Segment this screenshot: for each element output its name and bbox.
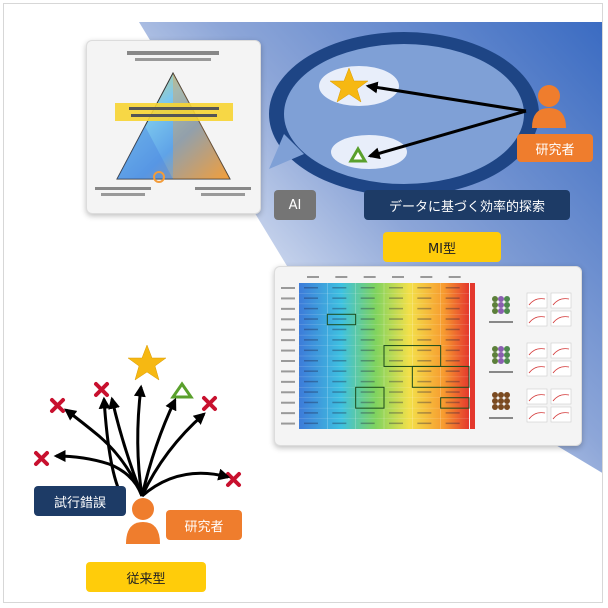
mini-plot — [526, 310, 548, 327]
mini-plot — [550, 342, 572, 359]
heatmap-panel — [274, 266, 582, 446]
mini-plot — [550, 292, 572, 309]
x-mark-icon — [50, 398, 65, 413]
ai-arrow-to-star — [365, 81, 527, 113]
x-mark-icon — [202, 396, 217, 411]
x-mark-icon — [34, 451, 49, 466]
crystal-structure-thumbnail — [492, 346, 510, 364]
researcher-label-ai: 研究者 — [517, 134, 593, 162]
mini-plot — [550, 406, 572, 423]
mini-plot — [526, 388, 548, 405]
researcher-icon — [126, 498, 160, 544]
star-icon — [329, 67, 369, 103]
mini-plot — [550, 388, 572, 405]
researcher-icon — [532, 85, 566, 128]
star-icon — [127, 344, 167, 381]
triangle-icon — [170, 381, 194, 399]
mini-plot — [550, 310, 572, 327]
mini-plot — [550, 360, 572, 377]
mini-plot — [526, 406, 548, 423]
candidate-region — [331, 135, 407, 169]
x-mark-icon — [226, 472, 241, 487]
mini-plot — [526, 292, 548, 309]
heatmap-figure — [281, 276, 572, 429]
trial-arrows — [53, 384, 231, 498]
figure-frame: AI データに基づく効率的探索 MI型 研究者 試行錯誤 研究者 従来型 — [3, 3, 603, 603]
ai-arrow-to-triangle — [367, 109, 527, 160]
traditional-type-label: 従来型 — [86, 562, 206, 592]
researcher-label-traditional: 研究者 — [166, 510, 242, 540]
crystal-structure-thumbnail — [492, 392, 510, 410]
efficient-search-label: データに基づく効率的探索 — [364, 190, 570, 220]
trial-and-error-label: 試行錯誤 — [34, 486, 126, 516]
x-mark-icon — [94, 382, 109, 397]
mi-type-label: MI型 — [383, 232, 501, 262]
crystal-structure-thumbnail — [492, 296, 510, 314]
ai-label: AI — [274, 190, 316, 220]
triangle-icon — [348, 146, 368, 163]
ternary-diagram-panel — [86, 40, 261, 214]
ternary-diagram — [95, 51, 251, 196]
mini-plot — [526, 342, 548, 359]
mini-plot — [526, 360, 548, 377]
